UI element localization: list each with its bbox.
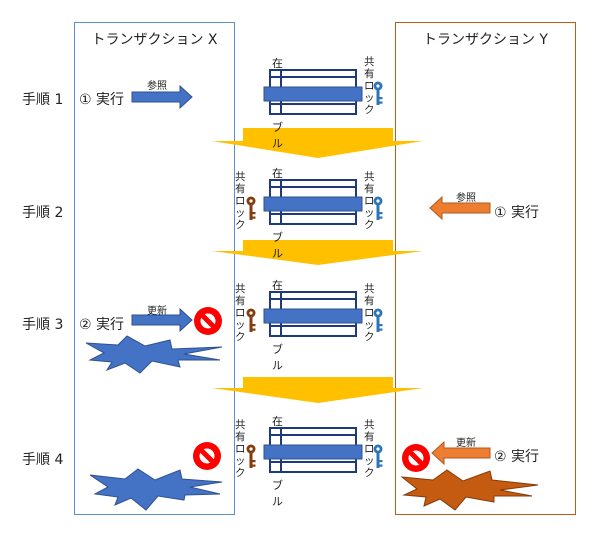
y-step2-op-label: 参照 — [456, 193, 476, 204]
transaction-x-title: トランザクション X — [91, 32, 218, 48]
key-icon — [372, 81, 384, 111]
key-icon — [245, 308, 257, 338]
key-icon — [245, 444, 257, 474]
lock-label-x: 共有ロック — [235, 419, 246, 479]
lock-label-y: 共有ロック — [364, 56, 375, 116]
x-step3-exec-label: ② 実行 — [79, 317, 125, 333]
table-icon — [263, 179, 363, 225]
step-1-label: 手順 1 — [22, 92, 64, 108]
prohibit-icon — [194, 307, 222, 335]
key-icon — [372, 196, 384, 226]
y-step4-op-label: 更新 — [456, 438, 476, 449]
y-step2-exec-label: ① 実行 — [494, 205, 540, 221]
transaction-y-title: トランザクション Y — [422, 32, 548, 48]
x-step1-exec-label: ① 実行 — [79, 92, 125, 108]
prohibit-icon — [402, 444, 430, 472]
lock-label-y: 共有ロック — [364, 283, 375, 343]
key-icon — [372, 308, 384, 338]
table-icon — [263, 291, 363, 337]
table-icon — [263, 427, 363, 473]
step-4-label: 手順 4 — [22, 452, 64, 468]
transaction-x-lane: トランザクション X — [74, 22, 235, 515]
x-step3-op-label: 更新 — [147, 306, 167, 317]
prohibit-icon — [193, 442, 221, 470]
table-icon — [263, 69, 363, 115]
lock-label-y: 共有ロック — [364, 419, 375, 479]
step-2-label: 手順 2 — [22, 205, 64, 221]
lock-label-x: 共有ロック — [235, 283, 246, 343]
lock-label-y: 共有ロック — [364, 171, 375, 231]
transaction-y-lane: トランザクション Y — [395, 22, 576, 515]
x-step1-op-label: 参照 — [147, 81, 167, 92]
y-step4-exec-label: ② 実行 — [494, 449, 540, 465]
key-icon — [372, 444, 384, 474]
lock-label-x: 共有ロック — [235, 171, 246, 231]
key-icon — [245, 196, 257, 226]
step-3-label: 手順 3 — [22, 317, 64, 333]
